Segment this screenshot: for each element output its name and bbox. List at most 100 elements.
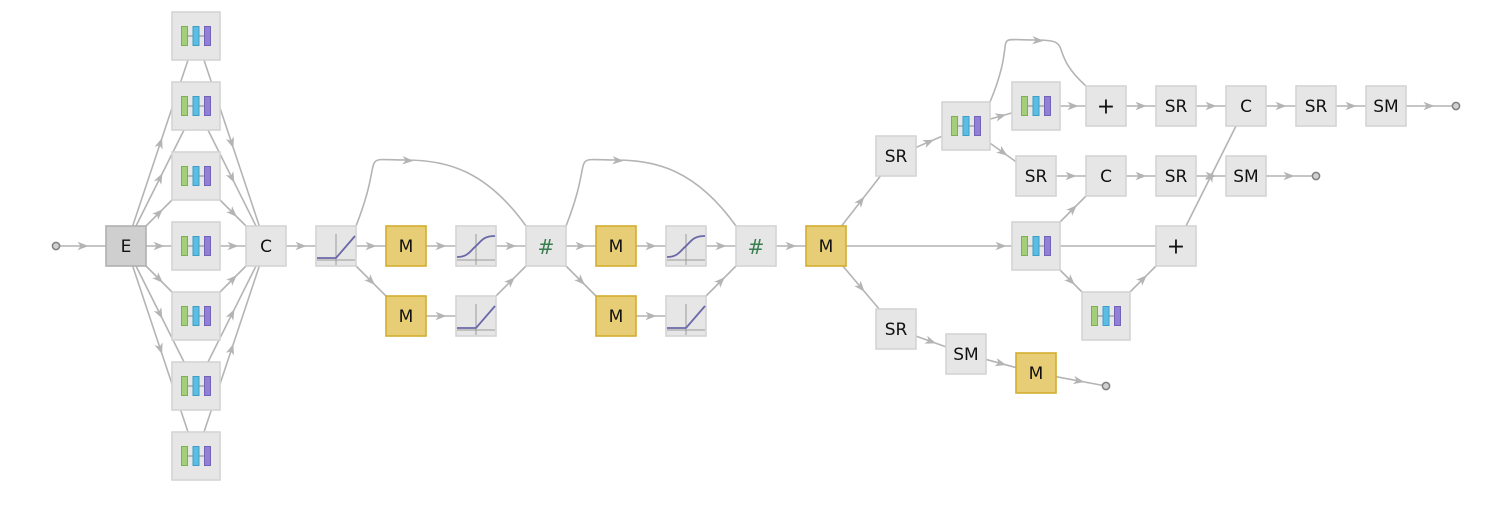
node-stack-s2[interactable]	[171, 81, 221, 131]
node-mean-M2[interactable]: M	[385, 295, 427, 337]
node-box[interactable]	[1225, 85, 1267, 127]
node-mean-M6[interactable]: M	[1015, 352, 1057, 394]
node-box[interactable]	[1155, 85, 1197, 127]
node-box[interactable]	[1015, 155, 1057, 197]
node-box[interactable]	[1085, 85, 1127, 127]
node-plus-P2[interactable]: +	[1155, 225, 1197, 267]
node-sigmoid-sg2[interactable]	[665, 225, 707, 267]
arrow-head	[1345, 101, 1357, 111]
node-text-SRd[interactable]: SR	[1015, 155, 1057, 197]
node-box[interactable]	[875, 308, 917, 350]
arrow-head	[1423, 101, 1435, 111]
node-port-out3[interactable]	[1101, 381, 1111, 391]
node-stack-t1[interactable]	[941, 101, 991, 151]
edges-layer	[60, 35, 1452, 433]
node-ramp-r3[interactable]	[665, 295, 707, 337]
port-dot-icon[interactable]	[1311, 171, 1321, 181]
ramp-activation-icon	[457, 304, 496, 335]
node-box[interactable]	[735, 225, 777, 267]
node-embed-E[interactable]: E	[105, 225, 147, 267]
node-text-C3[interactable]: C	[1085, 155, 1127, 197]
node-mean-M1[interactable]: M	[385, 225, 427, 267]
layer-stack-icon	[1021, 96, 1051, 116]
node-stack-s5[interactable]	[171, 291, 221, 341]
edge-sg1-to-H1	[496, 241, 526, 251]
edge-M5-to-P2	[846, 241, 1156, 251]
node-text-SRe[interactable]: SR	[1155, 155, 1197, 197]
node-mean-M3[interactable]: M	[595, 225, 637, 267]
node-label: M	[1029, 364, 1044, 384]
node-stack-t2[interactable]	[1011, 81, 1061, 131]
node-box[interactable]	[1015, 352, 1057, 394]
bar-purple	[204, 26, 211, 46]
node-box[interactable]	[1085, 155, 1127, 197]
node-box[interactable]	[385, 295, 427, 337]
edge-t2-to-P1	[1060, 101, 1086, 111]
node-mean-M4[interactable]: M	[595, 295, 637, 337]
node-box[interactable]	[1225, 155, 1267, 197]
edge-SRc-to-SMa	[1336, 101, 1366, 111]
node-ramp-r1[interactable]	[315, 225, 357, 267]
node-stack-s3[interactable]	[171, 151, 221, 201]
node-box[interactable]	[875, 135, 917, 177]
bar-green	[181, 166, 188, 186]
arrow-head	[924, 335, 937, 344]
node-ramp-r2[interactable]	[455, 295, 497, 337]
node-port-out1[interactable]	[1451, 101, 1461, 111]
arrow-head	[854, 280, 865, 292]
node-label: SM	[1373, 97, 1398, 117]
node-text-C2[interactable]: C	[1225, 85, 1267, 127]
node-box[interactable]	[385, 225, 427, 267]
edge-r1-to-M1	[356, 241, 386, 251]
node-box[interactable]	[945, 333, 987, 375]
node-box[interactable]	[595, 225, 637, 267]
node-stack-s7[interactable]	[171, 431, 221, 481]
port-dot-icon[interactable]	[1451, 101, 1461, 111]
node-port-in[interactable]	[51, 241, 61, 251]
node-box[interactable]	[1365, 85, 1407, 127]
node-box[interactable]	[105, 225, 147, 267]
node-text-SMa[interactable]: SM	[1365, 85, 1407, 127]
node-box[interactable]	[525, 225, 567, 267]
node-stack-s1[interactable]	[171, 11, 221, 61]
layer-stack-icon	[181, 96, 211, 116]
edge-t3-to-C3	[1059, 195, 1087, 223]
node-text-SRa[interactable]: SR	[875, 135, 917, 177]
node-sigmoid-sg1[interactable]	[455, 225, 497, 267]
node-text-SRf[interactable]: SR	[875, 308, 917, 350]
edge-E-to-s6	[135, 265, 185, 363]
node-box[interactable]	[1295, 85, 1337, 127]
node-stack-s4[interactable]	[171, 221, 221, 271]
node-box[interactable]	[1155, 225, 1197, 267]
node-text-SMc[interactable]: SM	[945, 333, 987, 375]
arrow-head	[612, 155, 624, 165]
node-text-SMb[interactable]: SM	[1225, 155, 1267, 197]
layer-stack-icon	[181, 236, 211, 256]
node-stack-s6[interactable]	[171, 361, 221, 411]
node-label: +	[1167, 235, 1185, 260]
node-plus-P1[interactable]: +	[1085, 85, 1127, 127]
node-text-SRc[interactable]: SR	[1295, 85, 1337, 127]
node-stack-t3[interactable]	[1011, 221, 1061, 271]
node-mean-M5[interactable]: M	[805, 225, 847, 267]
arrow-head	[153, 173, 163, 185]
node-box[interactable]	[245, 225, 287, 267]
node-port-out2[interactable]	[1311, 171, 1321, 181]
arrow-head	[854, 196, 865, 208]
port-dot-icon[interactable]	[1101, 381, 1111, 391]
node-box[interactable]	[595, 295, 637, 337]
node-text-C1[interactable]: C	[245, 225, 287, 267]
arrow-head	[226, 206, 237, 217]
bar-purple	[204, 376, 211, 396]
node-box[interactable]	[1155, 155, 1197, 197]
node-stack-t4[interactable]	[1081, 291, 1131, 341]
node-box[interactable]	[805, 225, 847, 267]
node-label: C	[1240, 97, 1252, 117]
edge-E-to-s3	[145, 199, 173, 227]
node-hash-H2[interactable]: #	[735, 225, 777, 267]
node-label: E	[121, 237, 132, 257]
node-text-SRb[interactable]: SR	[1155, 85, 1197, 127]
node-hash-H1[interactable]: #	[525, 225, 567, 267]
port-dot-icon[interactable]	[51, 241, 61, 251]
